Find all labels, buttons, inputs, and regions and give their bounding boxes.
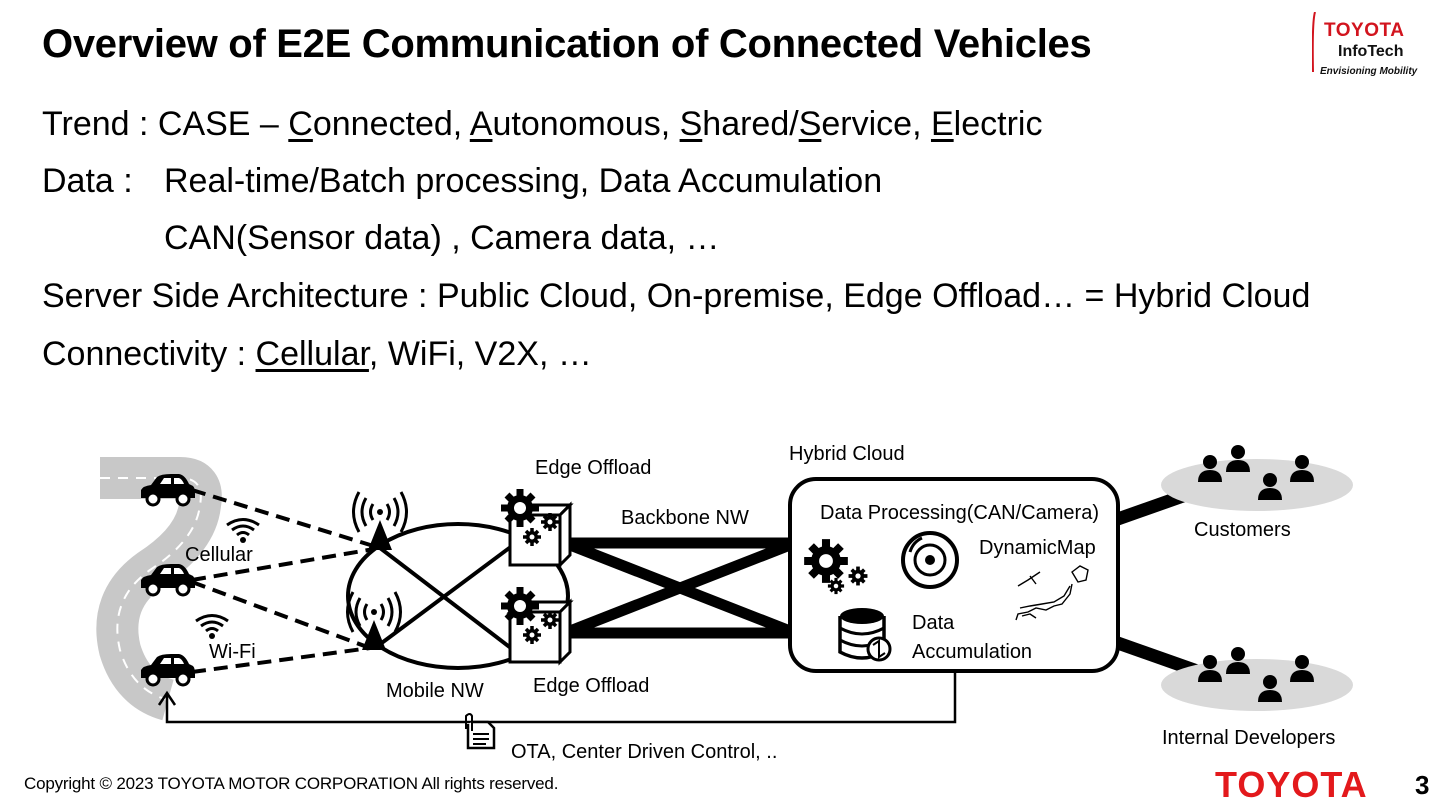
slide-title: Overview of E2E Communication of Connect… (42, 22, 1092, 66)
copyright-text: Copyright © 2023 TOYOTA MOTOR CORPORATIO… (24, 774, 559, 793)
trend-rest-s1: hared/ (702, 105, 799, 143)
trend-initial-e: E (930, 105, 954, 143)
developer-group (1161, 659, 1353, 711)
bullet-server: Server Side Architecture : Public Cloud,… (42, 277, 1311, 315)
disc-icon (901, 531, 959, 589)
toyota-infotech-logo: TOYOTA InfoTech Envisioning Mobility (1306, 10, 1428, 80)
trend-initial-s1: S (679, 105, 703, 143)
customer-group (1161, 459, 1353, 511)
label-hybrid-cloud: Hybrid Cloud (789, 443, 905, 465)
logo-tagline: Envisioning Mobility (1320, 66, 1418, 77)
trend-rest-s2: ervice, (821, 105, 931, 143)
bullet-data-label: Data : (42, 162, 133, 200)
japan-map-icon (1015, 565, 1089, 621)
label-edge-offload-top: Edge Offload (535, 457, 652, 479)
toyota-brand-logo: TOYOTA (1215, 764, 1368, 805)
label-wifi: Wi-Fi (209, 641, 256, 663)
trend-rest-e: lectric (953, 105, 1043, 143)
label-backbone-nw: Backbone NW (621, 507, 749, 529)
label-internal-developers: Internal Developers (1162, 727, 1336, 749)
bullet-data-line1: Real-time/Batch processing, Data Accumul… (164, 162, 883, 200)
trend-prefix: Trend : CASE – (42, 105, 289, 143)
architecture-diagram (96, 445, 1353, 750)
person-icon (1226, 445, 1250, 472)
label-data: Data (912, 612, 955, 634)
label-dynamic-map: DynamicMap (979, 537, 1096, 559)
document-icon (465, 713, 496, 750)
bullet-connectivity: Connectivity : Cellular, WiFi, V2X, … (42, 334, 592, 374)
cellular-signal-icon (225, 518, 261, 545)
label-cellular: Cellular (185, 544, 253, 566)
connectivity-cellular: Cellular (255, 335, 369, 373)
wifi-signal-icon (194, 614, 230, 641)
label-mobile-nw: Mobile NW (386, 680, 484, 702)
logo-stroke-icon (1312, 12, 1316, 72)
logo-line1: TOYOTA (1324, 20, 1405, 41)
arrow-head-icon (157, 690, 177, 706)
label-ota: OTA, Center Driven Control, .. (511, 741, 778, 763)
connectivity-prefix: Connectivity : (42, 335, 256, 373)
connectivity-rest: , WiFi, V2X, … (368, 335, 592, 373)
label-accumulation: Accumulation (912, 641, 1033, 663)
trend-rest-a: utonomous, (492, 105, 680, 143)
trend-initial-a: A (469, 105, 493, 143)
label-edge-offload-bottom: Edge Offload (533, 675, 650, 697)
database-sync-icon (838, 608, 892, 662)
trend-initial-c: C (288, 105, 313, 143)
label-data-processing: Data Processing(CAN/Camera) (820, 502, 1099, 524)
ota-arrow (165, 672, 957, 724)
label-customers: Customers (1194, 519, 1291, 541)
logo-line2: InfoTech (1338, 43, 1404, 60)
bullet-trend: Trend : CASE – Connected, Autonomous, Sh… (42, 104, 1042, 144)
page-number: 3 (1415, 770, 1430, 800)
trend-rest-c: onnected, (312, 105, 470, 143)
bullet-data-line2: CAN(Sensor data) , Camera data, … (164, 219, 720, 257)
trend-initial-s2: S (798, 105, 822, 143)
